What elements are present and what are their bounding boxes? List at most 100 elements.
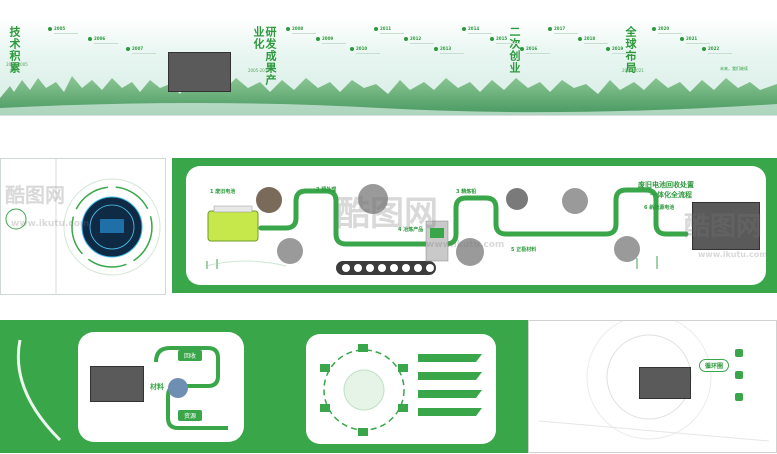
milestone-text-line [496, 43, 520, 44]
timeline-years-2: 2005-2011 [248, 68, 270, 73]
milestone-year: 2018 [584, 36, 596, 41]
milestone-year: 2021 [686, 36, 698, 41]
milestone-year: 2005 [54, 26, 66, 31]
recycle-loop-graphic [154, 346, 228, 430]
milestone-text-line [380, 33, 404, 34]
process-photo-circle-6 [614, 236, 640, 262]
label-material: 材料 [150, 383, 164, 391]
milestone-dot [462, 27, 466, 31]
milestone-dot [606, 47, 610, 51]
step-2-label: 2 预处理 [316, 187, 337, 193]
step-1-label: 1 废旧电池 [210, 189, 236, 195]
label-recycle: 回收 [178, 350, 203, 361]
milestone-text-line [94, 43, 118, 44]
recycling-process-panel: 1 废旧电池 2 预处理 3 精炼铅 4 冶炼产品 5 正极材料 6 新能源电池… [172, 158, 777, 293]
milestone-text-line [54, 33, 78, 34]
milestone-dot [548, 27, 552, 31]
bottom-green-panel: 回收 材料 资源 [0, 320, 528, 453]
history-timeline-banner: 技术积累 2005-2005 研发成果产业化 2005-2011 二次创业 全球… [0, 18, 777, 115]
process-photo-circle-3 [506, 188, 528, 210]
process-photo-circle-4 [456, 238, 484, 266]
watermark-url-right: www.ikutu.com [698, 250, 768, 259]
image-placeholder-banner [168, 52, 231, 92]
milestone-year: 2020 [658, 26, 670, 31]
milestone-dot [652, 27, 656, 31]
circular-economy-card [306, 334, 496, 444]
milestone-year: 2017 [554, 26, 566, 31]
milestone-year: 2012 [410, 36, 422, 41]
milestone-text-line [356, 53, 380, 54]
milestone-year: 2011 [380, 26, 392, 31]
image-placeholder-badge [639, 367, 691, 399]
process-flow-line [205, 187, 689, 275]
process-title-line-1: 废旧电池回收处置 [638, 181, 694, 189]
milestone-year: 2014 [468, 26, 480, 31]
milestone-dot [434, 47, 438, 51]
timeline-title-4: 全球布局 [624, 26, 637, 74]
circular-display-graphic [5, 159, 161, 294]
milestone-text-line [658, 33, 682, 34]
process-card: 1 废旧电池 2 预处理 3 精炼铅 4 冶炼产品 5 正极材料 6 新能源电池… [186, 166, 768, 285]
step-3-label: 3 精炼铅 [456, 189, 477, 195]
milestone-dot [126, 47, 130, 51]
label-resource: 资源 [178, 410, 203, 421]
milestone-text-line [554, 33, 578, 34]
badge-panel-graphic [538, 321, 770, 442]
watermark-text-right: 酷图网 [684, 212, 763, 242]
step-5-label: 5 正极材料 [511, 247, 537, 253]
forest-illustration [0, 76, 777, 115]
milestone-dot [578, 37, 582, 41]
circular-badge-panel: 循环圈 [528, 320, 777, 453]
process-photo-circle-5 [562, 188, 588, 214]
step-6-label: 6 新能源电池 [644, 205, 675, 211]
milestone-dot [316, 37, 320, 41]
milestone-year: 2019 [612, 46, 624, 51]
timeline-closing: 未来，我们继续 [720, 66, 748, 71]
milestone-year: 2008 [292, 26, 304, 31]
milestone-dot [490, 37, 494, 41]
milestone-year: 2006 [94, 36, 106, 41]
milestone-year: 2009 [322, 36, 334, 41]
milestone-year: 2015 [496, 36, 508, 41]
milestone-dot [520, 47, 524, 51]
milestone-dot [350, 47, 354, 51]
timeline-title-1: 技术积累 [8, 26, 21, 74]
watermark-text-center: 酷图网 [336, 194, 438, 234]
timeline-years-1: 2005-2005 [6, 62, 28, 67]
circular-economy-graphic [320, 344, 482, 436]
watermark-text: 酷图网 [5, 183, 65, 207]
panel-arc-decoration [16, 339, 62, 442]
milestone-dot [286, 27, 290, 31]
timeline-years-4: 2005-2021 [622, 68, 644, 73]
milestone-text-line [686, 43, 710, 44]
image-placeholder-process [692, 202, 760, 250]
milestone-text-line [440, 53, 464, 54]
process-photo-circle-1 [277, 238, 303, 264]
milestone-text-line [292, 33, 316, 34]
image-placeholder-recycle [90, 366, 144, 402]
milestone-text-line [410, 43, 434, 44]
milestone-text-line [708, 53, 732, 54]
step-4-label: 4 冶炼产品 [398, 227, 424, 233]
milestone-dot [702, 47, 706, 51]
milestone-dot [88, 37, 92, 41]
timeline-title-2: 研发成果产业化 [252, 26, 277, 86]
battery-photo-circle [256, 187, 282, 213]
milestone-text-line [132, 53, 156, 54]
banner-bottom-strip [0, 115, 777, 134]
milestone-year: 2010 [356, 46, 368, 51]
milestone-text-line [526, 53, 550, 54]
watermark-url: www.ikutu.com [11, 219, 90, 229]
milestone-text-line [322, 43, 346, 44]
recycle-card: 回收 材料 资源 [78, 332, 244, 442]
circular-badge: 循环圈 [699, 359, 730, 372]
milestone-text-line [612, 53, 636, 54]
milestone-dot [680, 37, 684, 41]
milestone-year: 2007 [132, 46, 144, 51]
milestone-text-line [584, 43, 608, 44]
milestone-text-line [468, 33, 492, 34]
milestone-year: 2013 [440, 46, 452, 51]
process-title-line-2: 一体化全流程 [650, 191, 692, 199]
timeline-title-3: 二次创业 [508, 26, 521, 74]
watermark-url-center: www.ikutu.com [426, 240, 505, 250]
